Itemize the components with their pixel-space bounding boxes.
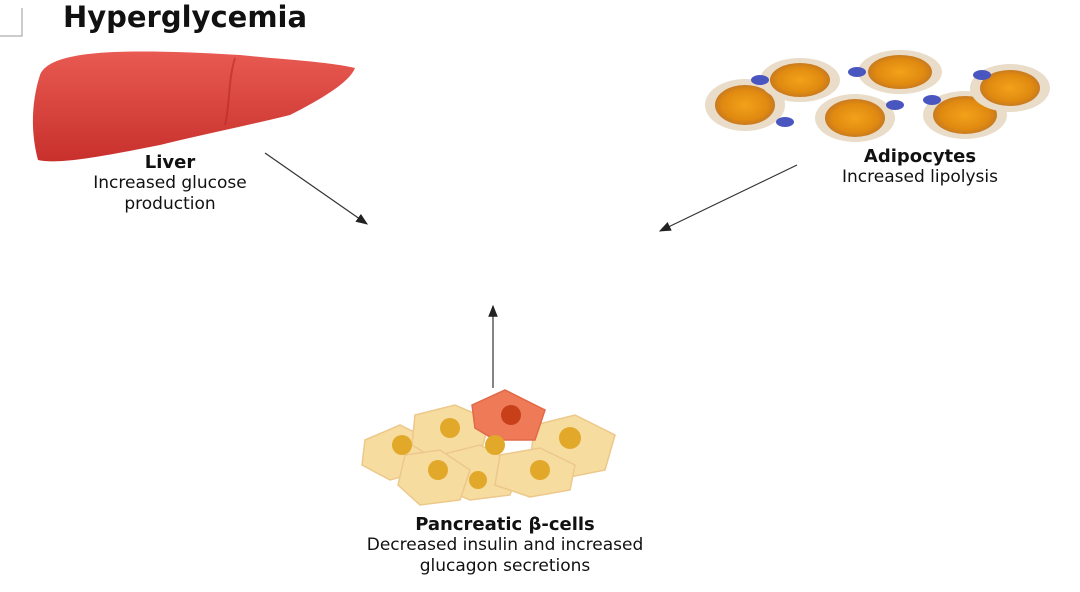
title-hyperglycemia: Hyperglycemia [62,0,308,34]
label-adipocytes: Adipocytes Increased lipolysis [790,146,1050,188]
pancreas-name: Pancreatic β-cells [415,514,595,535]
corner-mark [0,8,23,37]
pancreas-line1: Decreased insulin and increased [366,535,644,555]
arrow-adipocytes [658,164,798,232]
label-pancreas: Pancreatic β-cells Decreased insulin and… [280,514,730,577]
liver-illustration [32,51,356,162]
pancreatic-cells-illustration [361,389,616,506]
adipocytes-name: Adipocytes [863,146,977,167]
adipocytes-line1: Increased lipolysis [842,167,998,187]
arrow-liver [264,152,368,225]
liver-name: Liver [144,152,196,173]
liver-line1: Increased glucose [93,173,247,193]
label-liver: Liver Increased glucose production [40,152,300,215]
liver-line2: production [124,194,216,214]
pancreas-line2: glucagon secretions [419,556,591,576]
adipocytes-illustration [705,50,1050,142]
